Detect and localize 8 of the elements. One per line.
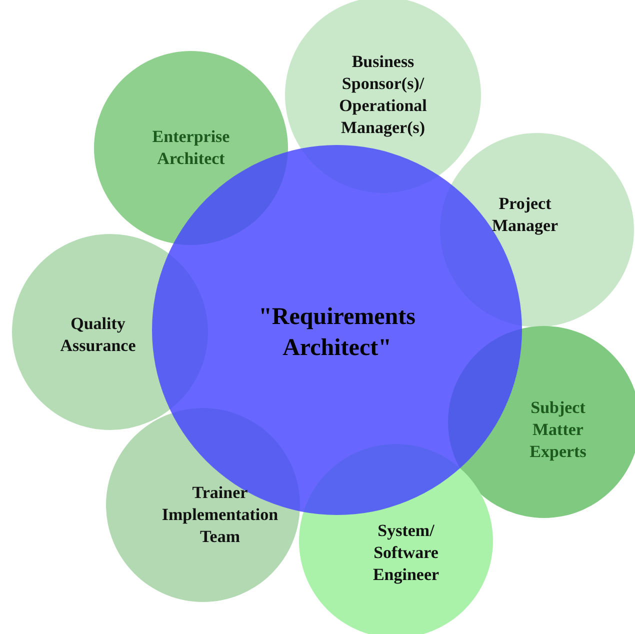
circle-label: Project Manager (490, 192, 560, 237)
circle-label: Trainer Implementation Team (160, 482, 280, 548)
circle-label: Business Sponsor(s)/ Operational Manager(s) (338, 50, 428, 140)
circle-label: Subject Matter Experts (528, 396, 588, 464)
circle-label: Quality Assurance (59, 312, 137, 357)
circle-label: "Requirements Architect" (258, 302, 416, 363)
circle-label: Enterprise Architect (151, 126, 231, 170)
circle-label: System/ Software Engineer (372, 520, 440, 586)
